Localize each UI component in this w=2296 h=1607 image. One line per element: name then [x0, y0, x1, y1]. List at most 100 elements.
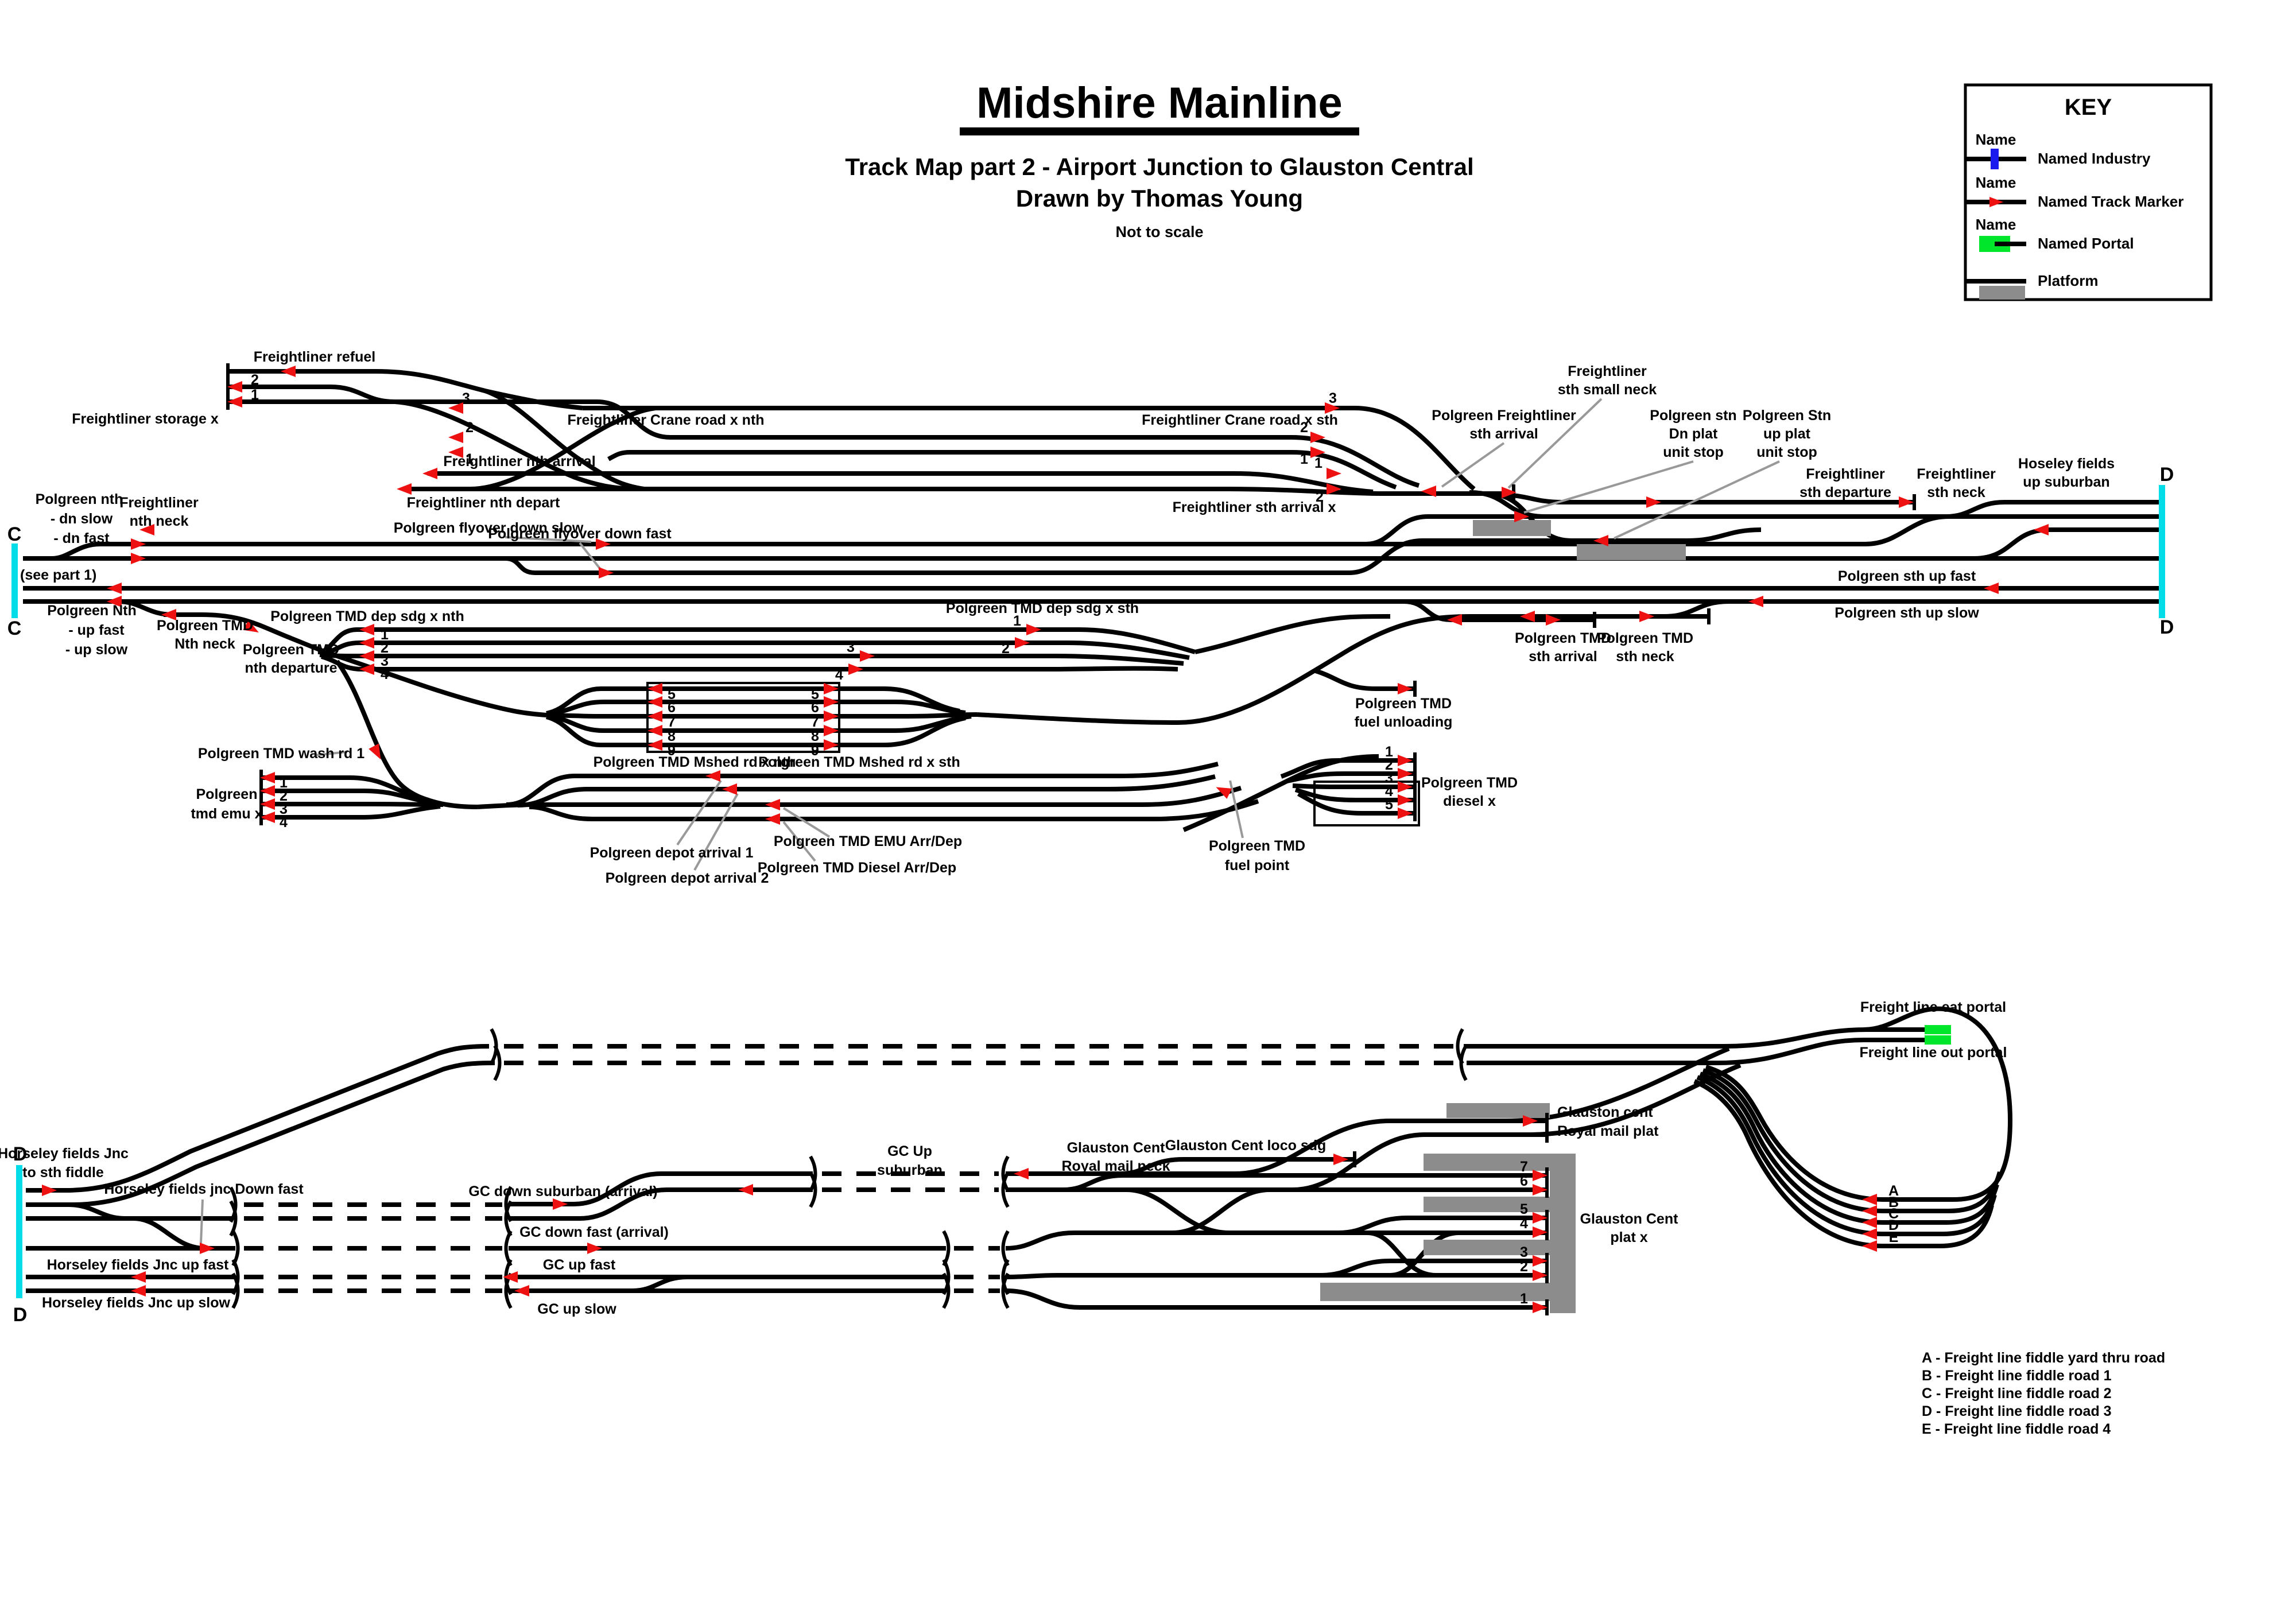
track-marker-icon — [107, 596, 122, 607]
map-label: 2 — [1316, 489, 1324, 505]
portal-layer — [1925, 1025, 1951, 1045]
track-marker-icon — [1026, 624, 1041, 635]
continuation-bracket — [1459, 1045, 1468, 1081]
track-marker-icon — [1639, 611, 1654, 622]
platform — [1577, 544, 1686, 560]
track-marker-icon — [738, 1184, 753, 1195]
track-mshed-7 — [546, 712, 978, 719]
map-label: Freightliner sth arrival x — [1173, 499, 1336, 515]
map-label: 1 — [1385, 744, 1393, 760]
track-marker-icon — [369, 743, 381, 760]
map-label: 7 — [1520, 1159, 1528, 1175]
track-sth-neck-to-upslow — [1664, 599, 1729, 619]
continuation-bar — [11, 544, 18, 618]
track-marker-icon — [647, 711, 662, 722]
continuation-bar — [2159, 485, 2165, 618]
map-label: Horseley fields Jnc up fast — [47, 1257, 229, 1273]
track-marker-icon — [503, 1271, 518, 1283]
track-dep-sdg-1 — [319, 627, 1196, 655]
track-marker-icon — [359, 650, 374, 662]
track-marker-icon — [1862, 1217, 1877, 1228]
track-crane-3 — [583, 406, 1476, 491]
track-marker-icon — [514, 1285, 529, 1297]
map-label: 6 — [1520, 1173, 1528, 1189]
map-label: to sth fiddle — [22, 1165, 104, 1181]
track-marker-icon — [397, 483, 412, 495]
label-leader-line — [782, 821, 816, 862]
map-label: B - Freight line fiddle road 1 — [1922, 1368, 2112, 1384]
key-industry-label: Named Industry — [2038, 150, 2151, 167]
map-label: fuel unloading — [1355, 714, 1453, 730]
map-label: 1 — [280, 775, 288, 791]
portal-icon — [1925, 1035, 1951, 1045]
track-marker-icon — [359, 663, 374, 675]
track-marker-icon — [848, 663, 863, 675]
map-label: 8 — [811, 728, 819, 744]
track-plat3 — [1321, 1259, 1547, 1278]
outline-box-layer — [646, 682, 1420, 826]
map-label: Polgreen flyover down slow — [394, 520, 584, 536]
track-fiddle-funnel-c — [1699, 1072, 1883, 1225]
continuation-bracket — [1001, 1272, 1010, 1309]
track-end-stop — [1413, 752, 1417, 768]
track-marker-icon — [1862, 1240, 1877, 1252]
continuation-bracket — [809, 1171, 817, 1208]
track-marker-icon — [1014, 1168, 1029, 1179]
track-marker-icon — [200, 1243, 215, 1254]
map-label: Royal mail plat — [1557, 1123, 1659, 1139]
key-border — [1964, 83, 2213, 301]
track-marker-icon — [1862, 1205, 1877, 1217]
page-subtitle: Track Map part 2 - Airport Junction to G… — [845, 153, 1473, 180]
track-nth-arrival — [428, 471, 1374, 494]
map-label: C — [7, 523, 22, 545]
map-label: GC up slow — [537, 1301, 616, 1317]
map-label: Polgreen stn — [1650, 407, 1736, 424]
map-label: 1 — [251, 387, 259, 403]
track-marker-icon — [260, 812, 275, 823]
track-end-stop — [1913, 494, 1916, 510]
track-marker-icon — [1533, 1184, 1548, 1195]
map-label: - up fast — [68, 622, 125, 638]
map-label: 3 — [280, 801, 288, 817]
map-label: D - Freight line fiddle road 3 — [1922, 1403, 2112, 1419]
track-marker-icon — [359, 637, 374, 649]
track-marker-icon — [131, 538, 146, 550]
track-conv-dnplat-link — [1469, 490, 1546, 519]
track-marker-icon — [139, 524, 154, 535]
map-label: Freightliner Crane road x nth — [567, 412, 764, 428]
track-end-stop — [1413, 766, 1417, 782]
track-marker-icon — [448, 432, 463, 443]
map-label: 1 — [1013, 613, 1021, 629]
track-loco-sdg — [1120, 1157, 1355, 1176]
track-marker-icon — [1862, 1228, 1877, 1240]
key-portal-sample: Name — [1976, 216, 2016, 233]
map-label: Polgreen TMD — [157, 618, 253, 634]
map-label: 2 — [1300, 420, 1308, 436]
map-label: 2 — [466, 420, 474, 436]
label-leader-line — [1441, 442, 1505, 488]
map-label: Polgreen TMD — [1355, 696, 1452, 712]
track-end-stop — [1593, 612, 1596, 628]
map-label: 9 — [668, 743, 676, 759]
track-dn-plat — [1366, 514, 2160, 546]
track-depot-arrival-1 — [506, 762, 1219, 807]
track-marker-icon — [1398, 808, 1413, 819]
track-royal-mail-2 — [1292, 1132, 1547, 1192]
map-label: Glauston Cent — [1580, 1211, 1679, 1227]
track-marker-icon — [1310, 432, 1325, 443]
map-label: 3 — [1520, 1244, 1528, 1260]
track-terminal-cross-b — [470, 406, 656, 491]
map-label: 1 — [1300, 451, 1308, 467]
map-label: Polgreen depot arrival 2 — [606, 870, 769, 886]
map-label: Polgreen TMD Diesel Arr/Dep — [758, 860, 956, 876]
map-label: Nth neck — [174, 636, 235, 652]
map-label: Polgreen flyover down fast — [488, 526, 672, 542]
map-label: D — [2160, 464, 2174, 486]
map-label: B — [1888, 1194, 1899, 1210]
map-label: E — [1889, 1229, 1899, 1245]
map-label: Polgreen Nth — [47, 603, 137, 619]
track-marker-layer — [42, 366, 2049, 1313]
track-terminal-cross-a — [394, 399, 645, 491]
track-marker-icon — [1398, 768, 1413, 779]
track-marker-icon — [1310, 447, 1325, 458]
